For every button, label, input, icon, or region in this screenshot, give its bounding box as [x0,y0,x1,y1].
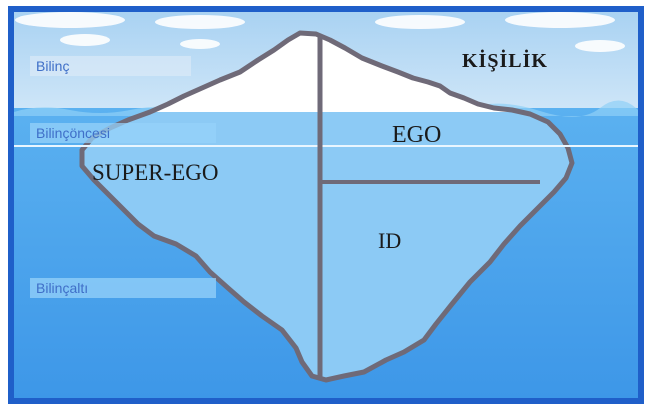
id-label: ID [378,228,401,254]
ego-label: EGO [392,122,441,149]
level-conscious: Bilinç [30,56,191,76]
superego-label: SUPER-EGO [92,160,219,186]
level-unconscious: Bilinçaltı [30,278,216,298]
personality-title: KİŞİLİK [462,50,548,73]
level-preconscious: Bilinçöncesi [30,123,216,143]
